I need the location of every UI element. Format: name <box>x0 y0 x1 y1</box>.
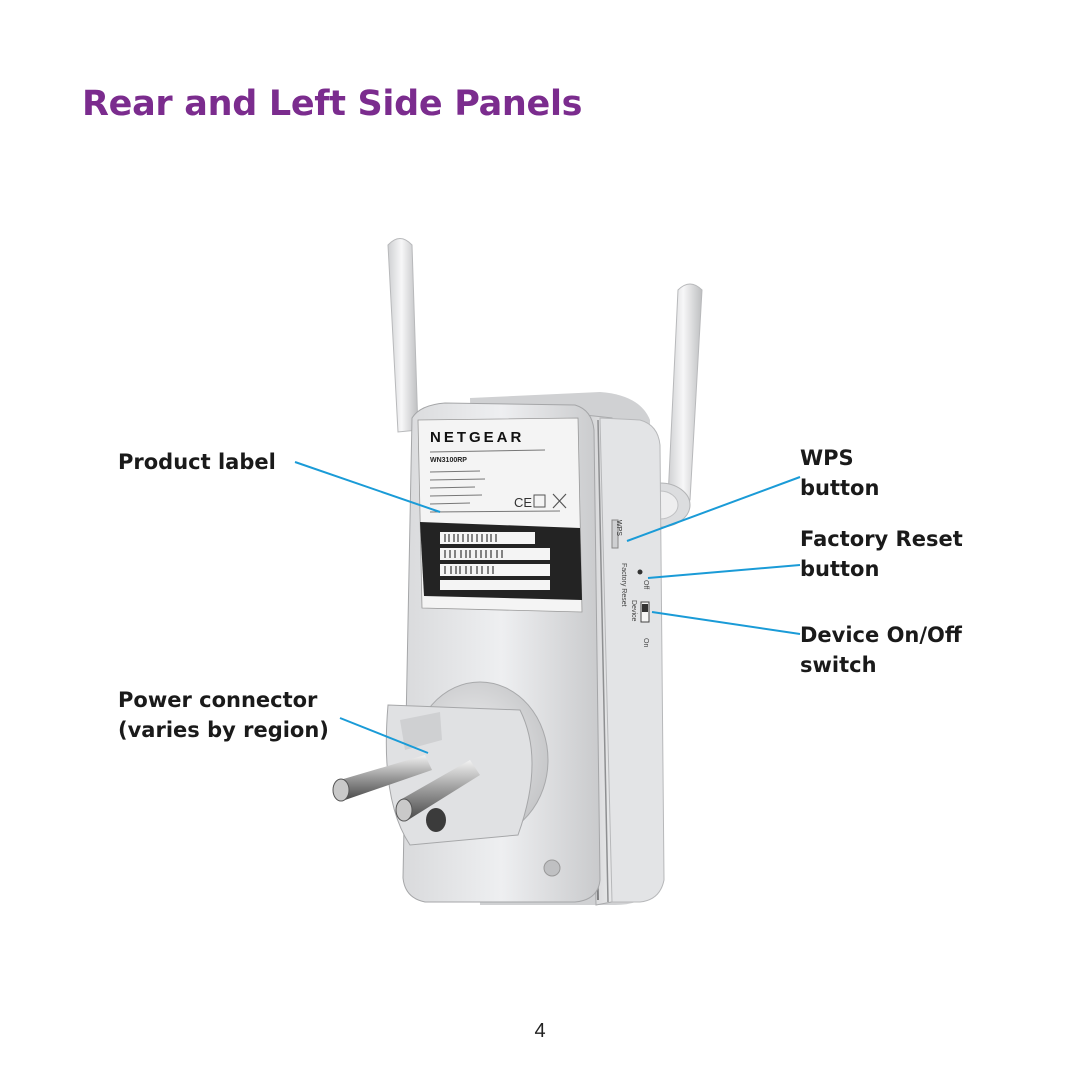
product-label-sticker: NETGEAR WN3100RP CE <box>417 417 583 613</box>
svg-text:CE: CE <box>514 495 532 510</box>
callout-factory-reset-line2: button <box>800 557 880 581</box>
svg-text:On: On <box>642 638 649 647</box>
callout-device-switch: Device On/Off switch <box>800 620 962 680</box>
callout-wps-line1: WPS <box>800 446 854 470</box>
svg-text:WPS: WPS <box>615 520 622 536</box>
factory-reset-pinhole <box>637 569 643 575</box>
device-switch-leader-line <box>651 611 801 635</box>
callout-power-connector: Power connector (varies by region) <box>118 685 329 745</box>
callout-factory-reset-line1: Factory Reset <box>800 527 963 551</box>
factory-reset-leader-line <box>647 564 801 579</box>
svg-text:Device: Device <box>630 600 637 622</box>
model-number: WN3100RP <box>430 457 467 464</box>
callout-device-switch-line2: switch <box>800 653 877 677</box>
page-number: 4 <box>534 1020 546 1042</box>
callout-product-label-text: Product label <box>118 450 276 474</box>
product-label-leader-line <box>294 461 441 513</box>
svg-text:Factory Reset: Factory Reset <box>620 563 627 607</box>
callout-device-switch-line1: Device On/Off <box>800 623 962 647</box>
callout-factory-reset: Factory Reset button <box>800 524 963 584</box>
power-plug <box>332 681 561 877</box>
page-title: Rear and Left Side Panels <box>82 84 583 124</box>
wps-button-graphic <box>611 519 619 549</box>
svg-text:Off: Off <box>642 580 649 589</box>
wps-leader-line <box>626 476 801 542</box>
brand-logo: NETGEAR <box>430 429 524 446</box>
callout-wps-line2: button <box>800 476 880 500</box>
left-antenna <box>387 238 419 433</box>
callout-wps-button: WPS button <box>800 443 879 503</box>
callout-power-connector-line1: Power connector <box>118 688 318 712</box>
callout-product-label: Product label <box>118 447 276 477</box>
power-connector-leader-line <box>339 717 429 754</box>
callout-power-connector-line2: (varies by region) <box>118 718 329 742</box>
side-controls: WPS Factory Reset Device Off On <box>611 519 650 647</box>
